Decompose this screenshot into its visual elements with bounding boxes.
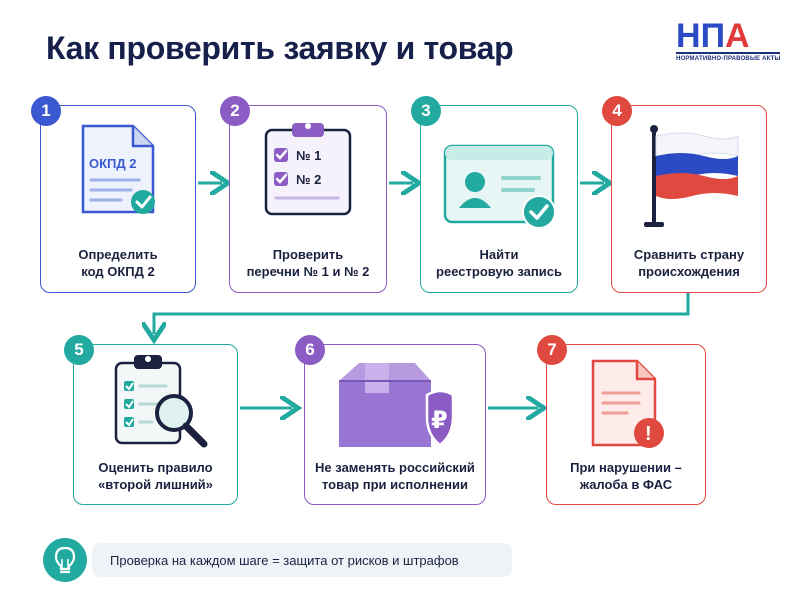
step-number-badge: 2: [220, 96, 250, 126]
step-card-7: 7 ! При нарушении –жалоба в ФАС: [537, 335, 706, 505]
checklist-magnifier-icon: [114, 355, 208, 448]
lightbulb-icon: [43, 538, 87, 582]
arrow-4-5: [154, 292, 690, 334]
doc-label-text: ОКПД 2: [89, 156, 137, 171]
logo-letter-p: П: [700, 17, 725, 55]
alert-symbol: !: [645, 423, 652, 445]
logo-subtitle: НОРМАТИВНО-ПРАВОВЫЕ АКТЫ: [676, 52, 780, 62]
registry-card-icon: [443, 144, 556, 229]
box-ruble-shield-icon: ₽: [339, 363, 455, 447]
step-label-5: Оценить правило«второй лишний»: [98, 460, 213, 492]
document-okpd-icon: ОКПД 2: [81, 124, 155, 214]
step-number-badge: 4: [602, 96, 632, 126]
step-number-badge: 6: [295, 335, 325, 365]
clipboard-checklist-icon: № 1 № 2: [264, 123, 352, 216]
step-number-badge: 1: [31, 96, 61, 126]
npa-logo: Н П А НОРМАТИВНО-ПРАВОВЫЕ АКТЫ: [676, 17, 780, 66]
step-card-5: 5 Оценить правило«второй лишний»: [64, 335, 238, 505]
page-title: Как проверить заявку и товар: [46, 30, 514, 66]
step-label-7: При нарушении –жалоба в ФАС: [570, 460, 682, 492]
tip-text: Проверка на каждом шаге = защита от риск…: [110, 553, 459, 568]
ruble-symbol: ₽: [431, 406, 448, 434]
russian-flag-icon: [644, 125, 739, 227]
step-number-badge: 5: [64, 335, 94, 365]
step-number-badge: 7: [537, 335, 567, 365]
step-number-badge: 3: [411, 96, 441, 126]
list-2-text: № 2: [296, 172, 321, 187]
document-warning-icon: !: [591, 359, 664, 448]
list-1-text: № 1: [296, 148, 321, 163]
logo-letter-n: Н: [676, 17, 701, 55]
tip-bar: [92, 543, 512, 577]
logo-letter-a: А: [725, 17, 750, 55]
